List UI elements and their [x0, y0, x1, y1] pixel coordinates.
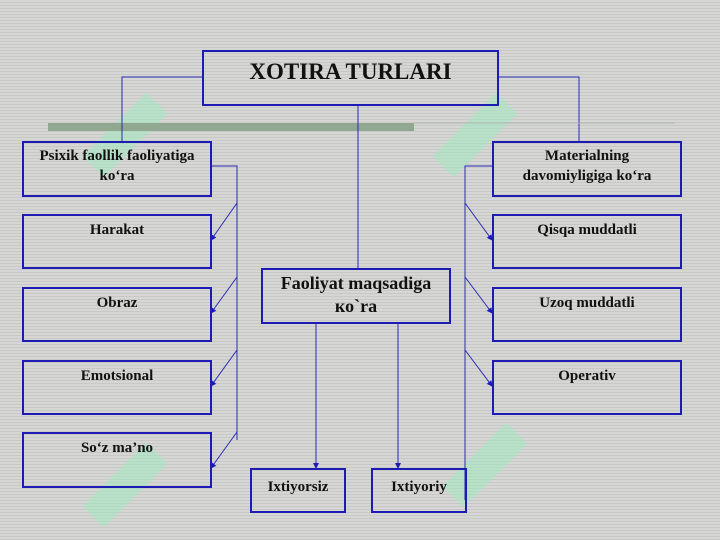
- left-category-header: Psixik faollik faoliyatiga ko‘ra: [22, 141, 212, 197]
- center-item-ixtiyoriy: Ixtiyoriy: [371, 468, 467, 513]
- accent-bar: [48, 123, 414, 131]
- left-item-soz-mano: So‘z ma’no: [22, 432, 212, 488]
- left-item-harakat: Harakat: [22, 214, 212, 269]
- right-item-uzoq-muddatli: Uzoq muddatli: [492, 287, 682, 342]
- left-item-emotsional: Emotsional: [22, 360, 212, 415]
- right-item-qisqa-muddatli: Qisqa muddatli: [492, 214, 682, 269]
- center-item-ixtiyorsiz: Ixtiyorsiz: [250, 468, 346, 513]
- left-item-obraz: Obraz: [22, 287, 212, 342]
- right-item-operativ: Operativ: [492, 360, 682, 415]
- diagram-title: XOTIRA TURLARI: [202, 50, 499, 106]
- right-category-header: Materialning davomiyligiga ko‘ra: [492, 141, 682, 197]
- center-category-header: Faoliyat maqsadiga кo`ra: [261, 268, 451, 324]
